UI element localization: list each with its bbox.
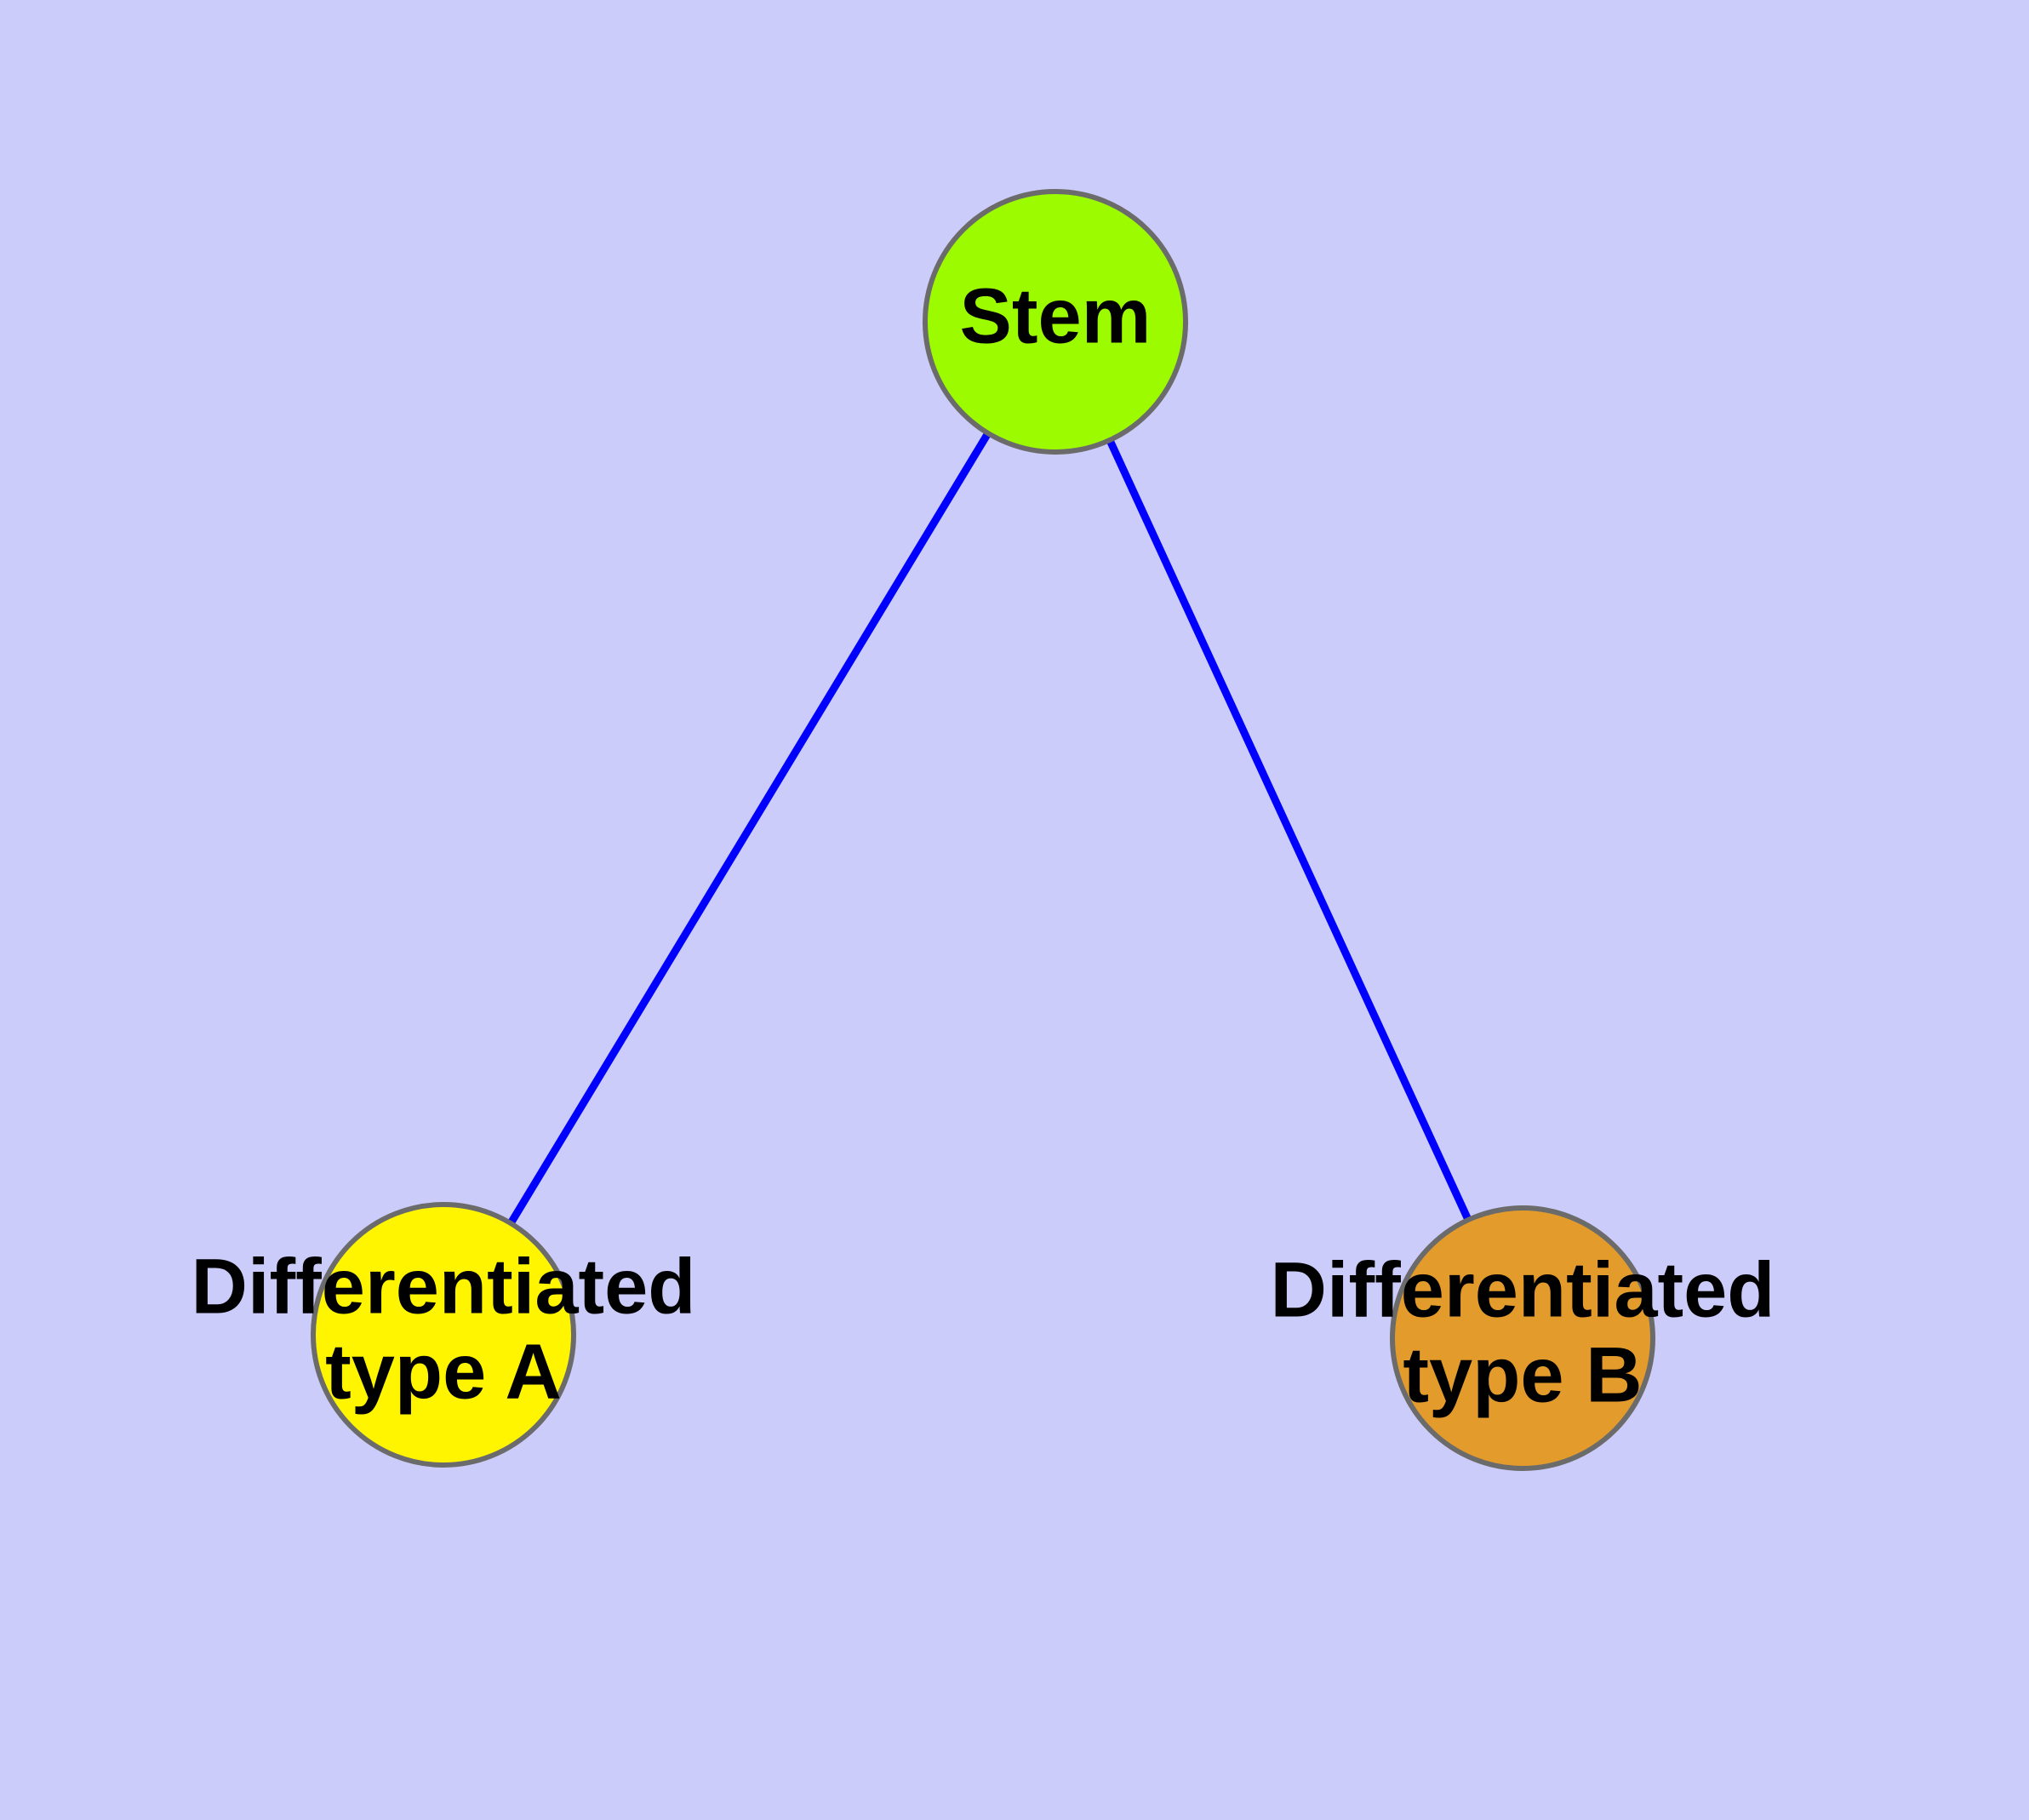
edge-stem-to-differentiated-type-a[interactable] — [508, 319, 1059, 1224]
differentiated-type-a-node-circle[interactable] — [311, 1202, 576, 1468]
differentiated-type-a-label-line1: Differentiated — [191, 1243, 696, 1330]
differentiated-type-a-label-line2: type A — [325, 1328, 562, 1415]
node-differentiated-type-b[interactable]: Differentiated type B — [1271, 1205, 1775, 1471]
differentiated-type-b-label-line1: Differentiated — [1271, 1246, 1775, 1333]
node-differentiated-type-a[interactable]: Differentiated type A — [191, 1202, 696, 1468]
node-stem[interactable]: Stem — [923, 189, 1188, 455]
edges-layer — [508, 319, 1472, 1224]
stem-node-circle[interactable] — [923, 189, 1188, 455]
edge-stem-to-differentiated-type-b[interactable] — [1051, 320, 1472, 1221]
stem-node-label: Stem — [960, 272, 1152, 359]
nodes-layer: Stem Differentiated type A Differentiate… — [191, 189, 1775, 1471]
differentiated-type-b-node-circle[interactable] — [1390, 1205, 1655, 1471]
differentiated-type-b-label-line2: type B — [1403, 1331, 1642, 1418]
